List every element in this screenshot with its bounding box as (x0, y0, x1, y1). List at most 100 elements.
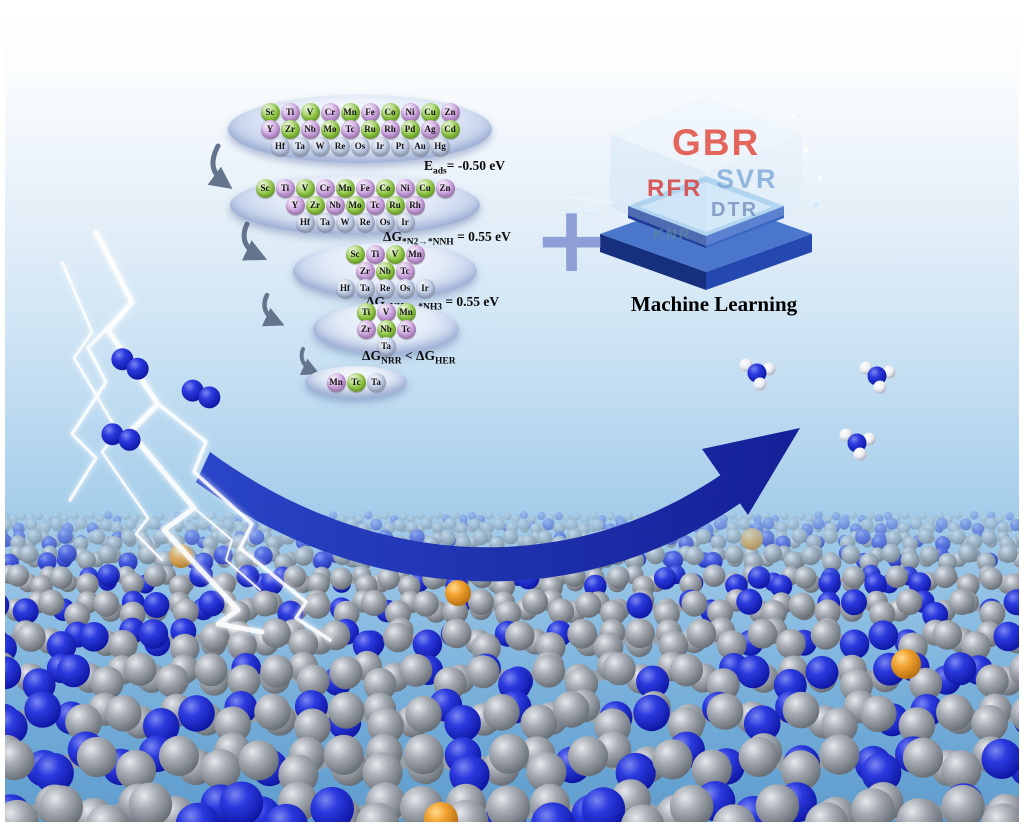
nh3-molecule (739, 358, 776, 391)
element-Cd: Cd (440, 119, 460, 139)
element-Ag: Ag (420, 119, 440, 139)
element-Ti: Ti (275, 178, 295, 198)
ml-model-dtr: DTR (711, 199, 759, 221)
element-Zr: Zr (356, 319, 376, 339)
element-V: V (376, 302, 396, 322)
element-Ni: Ni (395, 178, 415, 198)
metal-atom (445, 580, 471, 606)
element-Tc: Tc (396, 319, 416, 339)
scene-graphics (5, 96, 1019, 822)
element-Ta: Ta (290, 136, 310, 156)
element-Zr: Zr (280, 119, 300, 139)
element-Cr: Cr (320, 102, 340, 122)
element-Nb: Nb (375, 261, 395, 281)
n2-molecule (181, 379, 221, 409)
element-Y: Y (260, 119, 280, 139)
element-Rh: Rh (380, 119, 400, 139)
element-Pd: Pd (400, 119, 420, 139)
element-Nb: Nb (300, 119, 320, 139)
reaction-arrow (196, 428, 800, 582)
element-Tc: Tc (346, 372, 366, 392)
element-Re: Re (355, 212, 375, 232)
element-Ni: Ni (400, 102, 420, 122)
element-V: V (385, 244, 405, 264)
n2-molecule (101, 423, 141, 451)
element-Ti: Ti (280, 102, 300, 122)
element-V: V (300, 102, 320, 122)
element-Cu: Cu (420, 102, 440, 122)
metal-atom (891, 649, 921, 679)
element-Mn: Mn (396, 302, 416, 322)
nh3-molecule (859, 361, 896, 394)
element-Nb: Nb (376, 319, 396, 339)
element-Co: Co (380, 102, 400, 122)
element-Re: Re (375, 278, 395, 298)
element-Mn: Mn (340, 102, 360, 122)
element-Fe: Fe (355, 178, 375, 198)
element-Ti: Ti (365, 244, 385, 264)
element-Ir: Ir (370, 136, 390, 156)
element-Ta: Ta (366, 372, 386, 392)
metal-atom (424, 802, 458, 822)
element-Os: Os (395, 278, 415, 298)
element-Ta: Ta (355, 278, 375, 298)
element-Zn: Zn (440, 102, 460, 122)
metal-atom (741, 528, 763, 550)
element-Rh: Rh (405, 195, 425, 215)
element-Hf: Hf (295, 212, 315, 232)
element-Fe: Fe (360, 102, 380, 122)
element-Sc: Sc (345, 244, 365, 264)
element-Nb: Nb (325, 195, 345, 215)
element-Sc: Sc (260, 102, 280, 122)
element-Tc: Tc (340, 119, 360, 139)
element-row: Ta (376, 336, 396, 356)
element-Hg: Hg (430, 136, 450, 156)
element-Mn: Mn (326, 372, 346, 392)
funnel-step-arrows (207, 143, 320, 375)
element-W: W (335, 212, 355, 232)
element-Sc: Sc (255, 178, 275, 198)
element-Hf: Hf (335, 278, 355, 298)
element-Cu: Cu (415, 178, 435, 198)
gas-molecules (101, 348, 896, 461)
element-Ir: Ir (415, 278, 435, 298)
element-Au: Au (410, 136, 430, 156)
ml-model-rfr: RFR (647, 175, 703, 202)
nh3-molecule (839, 428, 876, 461)
element-Ti: Ti (356, 302, 376, 322)
element-Hf: Hf (270, 136, 290, 156)
n2-molecule (111, 348, 149, 380)
element-Pt: Pt (390, 136, 410, 156)
element-Zr: Zr (355, 261, 375, 281)
ml-model-gbr: GBR (672, 122, 761, 163)
element-Ta: Ta (315, 212, 335, 232)
criterion-eads: Eads= -0.50 eV (424, 158, 506, 177)
element-Mn: Mn (405, 244, 425, 264)
ml-model-svr: SVR (716, 164, 778, 194)
element-Y: Y (285, 195, 305, 215)
element-V: V (295, 178, 315, 198)
element-Ir: Ir (395, 212, 415, 232)
plus-sign: + (533, 186, 611, 293)
element-Zr: Zr (305, 195, 325, 215)
criterion-dg-n2-nnh: ΔG*N2→*NNH = 0.55 eV (383, 229, 511, 248)
element-Mo: Mo (320, 119, 340, 139)
element-W: W (310, 136, 330, 156)
element-Mn: Mn (335, 178, 355, 198)
element-Tc: Tc (395, 261, 415, 281)
element-Ta: Ta (376, 336, 396, 356)
